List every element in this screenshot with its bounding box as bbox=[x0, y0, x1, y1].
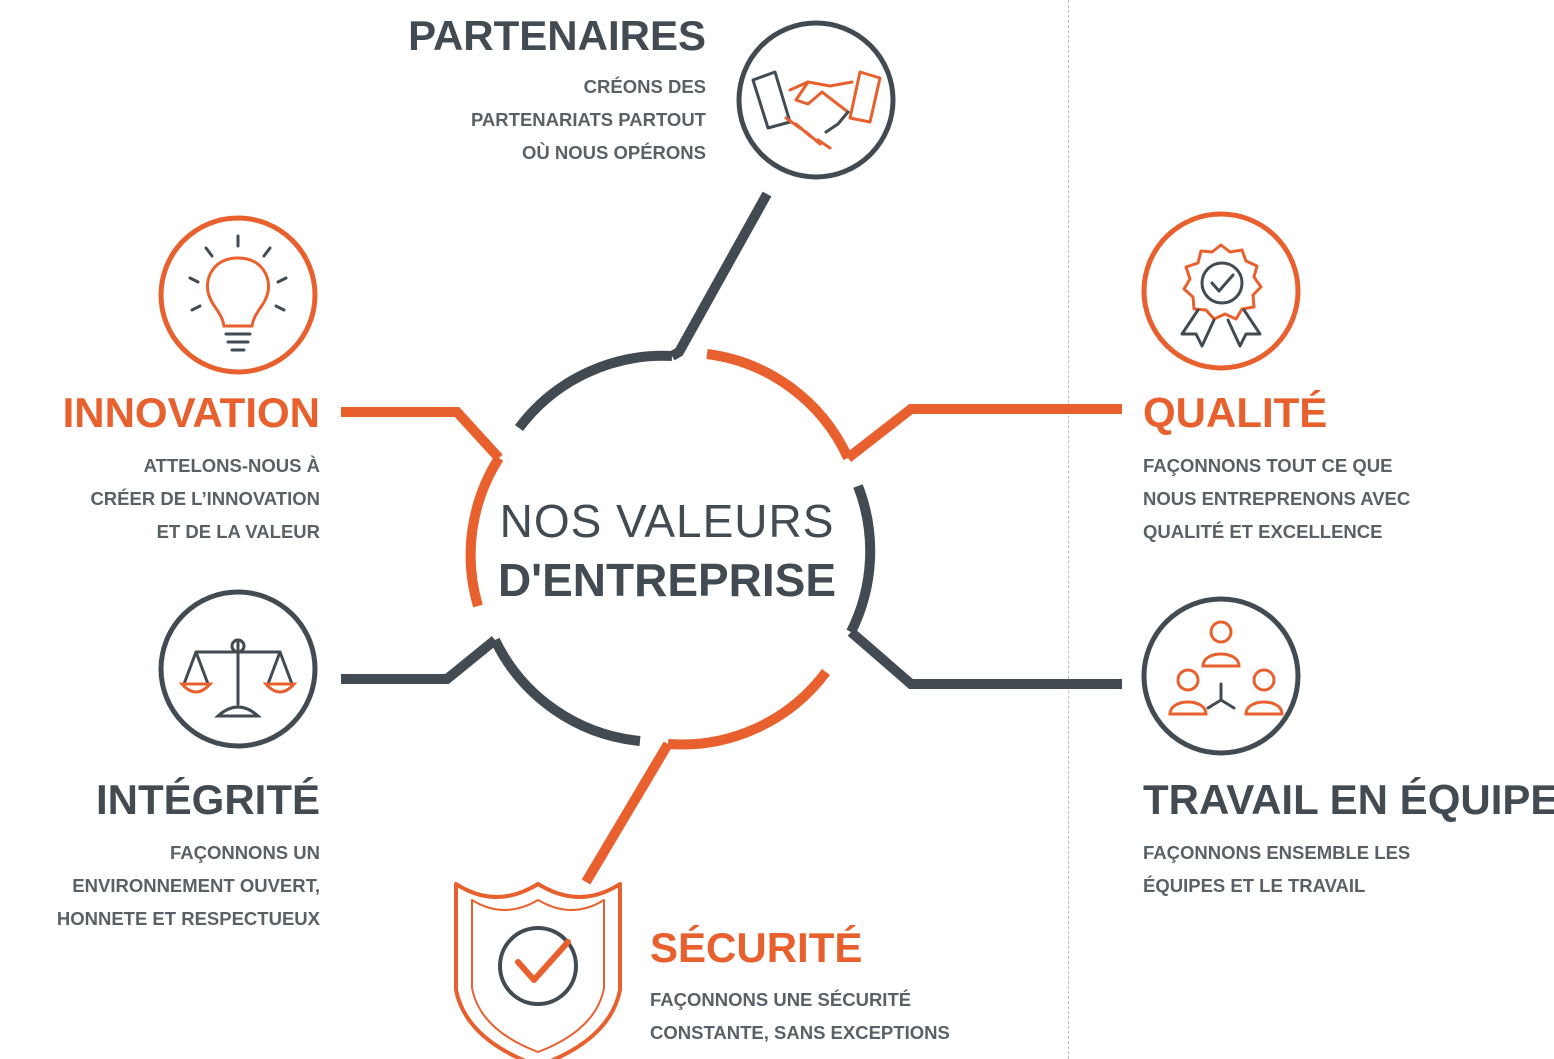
securite-title: SÉCURITÉ bbox=[650, 924, 863, 971]
securite-desc-line: FAÇONNONS UNE SÉCURITÉ bbox=[650, 989, 912, 1010]
securite-desc: FAÇONNONS UNE SÉCURITÉ CONSTANTE, SANS E… bbox=[650, 983, 950, 1049]
ring-arc-top-left bbox=[514, 350, 673, 431]
shield-check-icon bbox=[454, 882, 622, 1059]
qualite-desc-line: QUALITÉ ET EXCELLENCE bbox=[1143, 521, 1383, 542]
qualite-title: QUALITÉ bbox=[1143, 389, 1328, 436]
partenaires-desc: CRÉONS DES PARTENARIATS PARTOUT OÙ NOUS … bbox=[471, 70, 706, 169]
connector-qualite bbox=[844, 404, 1122, 462]
ring-arc-right bbox=[846, 484, 876, 635]
connector-securite bbox=[581, 741, 673, 885]
partenaires-desc-line: OÙ NOUS OPÉRONS bbox=[522, 142, 706, 163]
travail-desc-line: ÉQUIPES ET LE TRAVAIL bbox=[1143, 875, 1366, 896]
qualite-desc-line: NOUS ENTREPRENONS AVEC bbox=[1143, 488, 1411, 509]
lightbulb-icon bbox=[188, 234, 288, 352]
award-badge-icon bbox=[1180, 243, 1263, 348]
travail-icon-circle bbox=[1141, 596, 1301, 756]
innovation-title: INNOVATION bbox=[62, 389, 320, 436]
travail-desc-line: FAÇONNONS ENSEMBLE LES bbox=[1143, 842, 1411, 863]
connector-partenaires bbox=[669, 191, 772, 361]
travail-desc: FAÇONNONS ENSEMBLE LES ÉQUIPES ET LE TRA… bbox=[1143, 836, 1410, 902]
ring-arc-bottom-left bbox=[490, 637, 641, 746]
integrite-desc-line: FAÇONNONS UN bbox=[169, 842, 320, 863]
connector-integrite bbox=[341, 636, 499, 684]
qualite-desc-line: FAÇONNONS TOUT CE QUE bbox=[1143, 455, 1393, 476]
handshake-icon bbox=[751, 70, 882, 150]
integrite-desc-line: HONNETE ET RESPECTUEUX bbox=[56, 908, 320, 929]
qualite-desc: FAÇONNONS TOUT CE QUE NOUS ENTREPRENONS … bbox=[1143, 449, 1410, 548]
partenaires-icon-circle bbox=[736, 20, 896, 180]
integrite-title: INTÉGRITÉ bbox=[95, 776, 320, 823]
travail-title: TRAVAIL EN ÉQUIPE bbox=[1143, 776, 1554, 823]
ring-arc-left bbox=[465, 455, 504, 608]
integrite-icon-circle bbox=[158, 589, 318, 749]
ring-arc-bottom-right bbox=[667, 669, 831, 750]
integrite-desc: FAÇONNONS UN ENVIRONNEMENT OUVERT, HONNE… bbox=[57, 836, 320, 935]
partenaires-desc-line: PARTENARIATS PARTOUT bbox=[470, 109, 706, 130]
ring-arc-top-right bbox=[706, 349, 853, 461]
connector-travail bbox=[847, 628, 1122, 689]
innovation-icon-circle bbox=[158, 215, 318, 375]
team-icon bbox=[1168, 620, 1284, 716]
innovation-desc-line: ET DE LA VALEUR bbox=[156, 521, 320, 542]
securite-desc-line: CONSTANTE, SANS EXCEPTIONS bbox=[650, 1022, 950, 1043]
qualite-icon-circle bbox=[1141, 211, 1301, 371]
innovation-desc: ATTELONS-NOUS À CRÉER DE L’INNOVATION ET… bbox=[90, 449, 320, 548]
innovation-desc-line: CRÉER DE L’INNOVATION bbox=[90, 488, 320, 509]
integrite-desc-line: ENVIRONNEMENT OUVERT, bbox=[72, 875, 320, 896]
center-title-line2: D'ENTREPRISE bbox=[497, 554, 837, 606]
dashed-divider bbox=[1068, 0, 1069, 1059]
innovation-desc-line: ATTELONS-NOUS À bbox=[143, 455, 320, 476]
partenaires-title: PARTENAIRES bbox=[408, 12, 706, 59]
center-title-line1: NOS VALEURS bbox=[499, 495, 835, 547]
scales-icon bbox=[178, 638, 298, 718]
partenaires-desc-line: CRÉONS DES bbox=[583, 76, 706, 97]
connector-innovation bbox=[341, 407, 503, 462]
